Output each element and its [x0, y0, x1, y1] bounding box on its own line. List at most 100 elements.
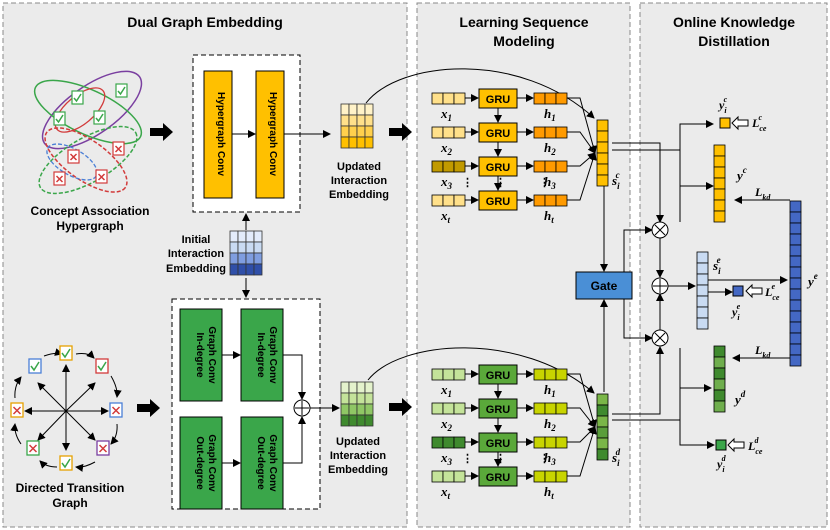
matrix-cell [364, 414, 374, 427]
ellipsis: ⋮ [495, 453, 506, 465]
out-degree-conv-2-label-b: Graph Conv [267, 434, 278, 492]
matrix-cell [348, 403, 358, 416]
matrix-cell [348, 136, 358, 149]
updated-embedding-top-label-1: Updated [337, 161, 381, 173]
vector-cell [596, 152, 609, 165]
vector-cell [713, 356, 726, 369]
vector-cell [696, 262, 709, 275]
matrix-cell [364, 381, 374, 394]
section-title-seq-2: Modeling [493, 33, 554, 49]
vector-cell [596, 163, 609, 176]
vector-cell [789, 332, 802, 345]
matrix-cell [237, 230, 247, 243]
ellipsis: ⋮ [539, 453, 550, 465]
vector-cell [789, 310, 802, 323]
vector-cell [713, 400, 726, 413]
hidden-vector-cell [533, 436, 546, 449]
matrix-cell [229, 252, 239, 265]
input-vector-cell [431, 126, 444, 139]
section-title-dist-2: Distillation [698, 33, 770, 49]
matrix-cell [348, 392, 358, 405]
y-i-d-label: yid [715, 454, 727, 474]
y-c-label: yc [735, 165, 747, 183]
hidden-vector-cell [544, 160, 557, 173]
y-e-vector [789, 200, 802, 367]
out-degree-conv-2 [240, 416, 284, 510]
hidden-vector-cell [533, 160, 546, 173]
in-degree-conv-1-label-b: Graph Conv [206, 326, 217, 384]
vector-cell [596, 141, 609, 154]
hidden-vector-cell [555, 402, 568, 415]
matrix-cell [245, 252, 255, 265]
y-i-e-label: yie [730, 302, 741, 322]
matrix-cell [340, 136, 350, 149]
document-cross-icon [10, 402, 24, 418]
matrix-cell [237, 263, 247, 276]
updated-embedding-top-label-2: Interaction [331, 175, 388, 187]
matrix-cell [229, 263, 239, 276]
input-vector-cell [431, 470, 444, 483]
input-vector-cell [442, 436, 455, 449]
matrix-cell [340, 103, 350, 116]
thick-arrow-icon [389, 123, 412, 141]
vector-cell [789, 288, 802, 301]
hidden-vector-cell [555, 436, 568, 449]
in-degree-conv-1-label-a: In-degree [194, 332, 205, 377]
vector-cell [713, 166, 726, 179]
in-degree-conv-2-label-a: In-degree [255, 332, 266, 377]
document-check-icon [59, 345, 73, 361]
document-check-icon [53, 111, 66, 126]
matrix-cell [237, 241, 247, 254]
matrix-cell [356, 114, 366, 127]
vector-cell [596, 119, 609, 132]
hidden-vector-cell [544, 126, 557, 139]
hidden-vector-cell [544, 92, 557, 105]
matrix-cell [364, 392, 374, 405]
in-degree-conv-2 [240, 308, 284, 402]
matrix-cell [229, 241, 239, 254]
hidden-vector-cell [533, 92, 546, 105]
out-degree-conv-1-label-b: Graph Conv [206, 434, 217, 492]
matrix-cell [364, 403, 374, 416]
vector-cell [596, 130, 609, 143]
thick-arrow-icon [150, 123, 173, 141]
gru-label: GRU [486, 128, 511, 140]
matrix-cell [340, 392, 350, 405]
initial-embedding-label-2: Interaction [168, 248, 225, 260]
h-label: h3 [544, 174, 556, 191]
matrix-cell [348, 114, 358, 127]
h-label: h3 [544, 450, 556, 467]
directed-graph-illustration [10, 348, 122, 472]
gru-label: GRU [486, 162, 511, 174]
document-check-icon [71, 90, 84, 105]
ellipsis: ⋮ [495, 177, 506, 189]
vector-cell [713, 345, 726, 358]
s-i-d-vector [596, 393, 609, 461]
updated-embedding-matrix-bottom [340, 381, 374, 427]
gru-label: GRU [486, 438, 511, 450]
l-kd-bottom-label: Lkd [754, 343, 771, 360]
ellipsis: ⋮ [462, 453, 473, 465]
vector-cell [696, 306, 709, 319]
concept-hypergraph-label-1: Concept Association [31, 204, 150, 218]
vector-cell [789, 255, 802, 268]
vector-cell [789, 211, 802, 224]
vector-cell [713, 177, 726, 190]
updated-embedding-bottom-label-2: Interaction [330, 450, 387, 462]
gru-label: GRU [486, 370, 511, 382]
section-title-dual: Dual Graph Embedding [127, 14, 283, 30]
out-degree-conv-1-label-a: Out-degree [194, 436, 205, 490]
out-degree-conv-1 [179, 416, 223, 510]
hypergraph-conv-2 [255, 70, 285, 199]
matrix-cell [356, 403, 366, 416]
x-label: xt [440, 484, 451, 501]
directed-graph-label-1: Directed Transition [16, 481, 125, 495]
input-vector-cell [431, 436, 444, 449]
matrix-cell [237, 252, 247, 265]
matrix-cell [356, 125, 366, 138]
h-label: ht [544, 484, 554, 501]
document-cross-icon [95, 169, 108, 184]
matrix-cell [356, 414, 366, 427]
s-i-d-label: sid [611, 447, 621, 468]
